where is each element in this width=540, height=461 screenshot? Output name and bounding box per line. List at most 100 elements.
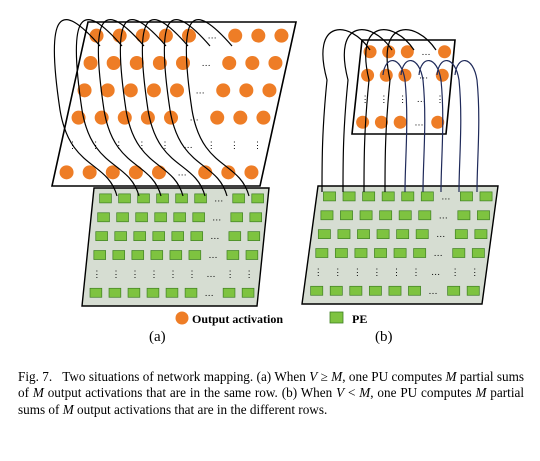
pe-cell [334,248,348,258]
pe-cell [349,285,363,296]
pe-cell [447,285,461,296]
output-activation-dot [146,83,161,98]
ellipsis-mark: … [184,140,193,150]
output-activation-dot [123,83,138,98]
pe-cell [340,210,353,221]
caption-text: Two situations of network mapping. (a) W… [62,369,310,384]
output-activation-dot [400,45,414,59]
pe-cell [188,250,202,260]
caption-var: V [336,385,345,401]
output-activation-dot [216,83,231,98]
pe-cell [165,287,179,298]
ellipsis-mark: ⋮ [111,269,120,279]
pe-cell [95,231,108,241]
pe-cell [251,193,264,204]
caption-var: M [359,385,371,401]
pe-cell [418,210,432,221]
output-activation-dot [59,165,74,180]
mapping-wire [119,19,184,197]
panel-a-label: (a) [149,329,166,345]
mapping-wire [418,60,444,193]
ellipsis-mark: ⋮ [207,140,216,150]
ellipsis-mark: ⋮ [398,94,407,104]
output-activation-dot [152,165,166,180]
ellipsis-mark: … [441,191,450,201]
mapping-wire [363,29,415,193]
output-activation-dot [100,83,115,98]
pe-cell [247,231,261,241]
pe-cell [454,229,468,239]
pe-cell [320,210,334,221]
output-activation-dot [170,83,184,98]
pe-cell [226,250,240,260]
output-activation-dot [244,165,259,180]
mapping-wire [141,19,206,197]
pe-cell [228,231,242,241]
output-activation-dot [128,165,143,180]
ellipsis-mark: ⋮ [392,267,401,277]
mapping-wires-b [321,29,480,193]
pe-cell [342,191,356,202]
caption-text: partial sums of [18,385,524,417]
ellipsis-mark: … [196,85,205,95]
pe-cell [396,229,410,239]
pe-cell [376,229,390,239]
figure-caption: Fig. 7. Two situations of network mappin… [18,369,524,418]
pe-cell [357,229,370,239]
ellipsis-mark: ⋮ [245,269,254,279]
pe-cell [317,229,331,239]
activation-plane-frame [351,39,456,135]
ellipsis-mark: … [178,167,187,177]
output-activation-dot [239,83,254,98]
caption-var: M [32,385,44,401]
pe-cell [152,231,165,241]
caption-var: M [331,369,343,384]
ellipsis-mark: … [431,267,440,277]
pe-cell [135,212,148,223]
mapping-wire [97,19,162,197]
caption-text: partial sums of [18,369,524,401]
ellipsis-mark: ⋮ [361,94,370,104]
output-activation-dot [222,56,237,70]
output-activation-dot [129,56,144,70]
pe-cell [379,210,393,221]
ellipsis-mark: … [212,212,221,222]
caption-symbol: < [344,385,360,401]
pe-cell [175,193,188,204]
output-activation-dot [251,28,266,43]
pe-cell [222,287,236,298]
output-activation-dot [245,56,260,70]
ellipsis-mark: ⋮ [253,140,262,150]
ellipsis-mark: ⋮ [161,140,170,150]
pe-cell [420,191,434,202]
ellipsis-mark: ⋮ [333,267,342,277]
pe-cell [374,248,387,258]
pe-array-b: …………⋮⋮⋮⋮⋮⋮…⋮⋮… [301,185,499,305]
pe-cell [93,250,106,260]
pe-cell [171,231,184,241]
pe-cell [173,212,186,223]
ellipsis-mark: … [417,94,426,104]
output-activation-dot [140,110,155,125]
output-activation-dot [356,115,370,129]
ellipsis-mark: … [414,117,423,127]
mapping-wire [53,19,118,197]
pe-cell [169,250,183,260]
ellipsis-mark: ⋮ [137,140,146,150]
ellipsis-mark: … [208,31,217,41]
output-activation-dot [228,28,243,43]
ellipsis-mark: ⋮ [451,267,460,277]
pe-cell [354,248,368,258]
output-activation-dot [106,56,121,70]
ellipsis-mark: … [210,231,219,241]
pe-cell [477,210,490,221]
mapping-wire [163,19,228,197]
mapping-wire [342,29,393,193]
pe-cell [471,248,485,258]
ellipsis-mark: ⋮ [92,269,101,279]
pe-cell [474,229,488,239]
mapping-wire [436,60,462,193]
ellipsis-mark: … [208,250,217,260]
output-activation-dot [268,56,283,70]
pe-cell [315,248,329,258]
